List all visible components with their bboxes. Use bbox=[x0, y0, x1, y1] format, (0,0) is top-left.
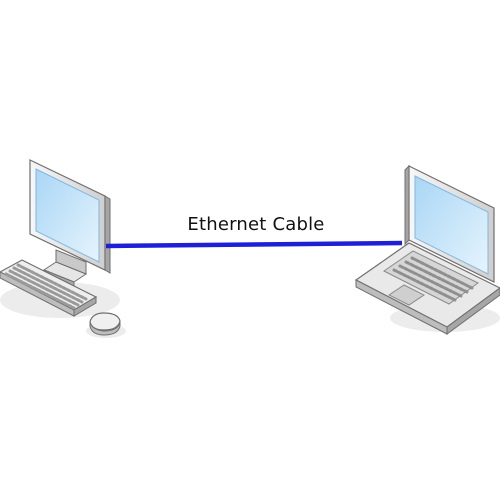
keyboard bbox=[0, 259, 98, 317]
ethernet-cable-line bbox=[105, 240, 403, 249]
ethernet-cable-label: Ethernet Cable bbox=[187, 214, 325, 235]
laptop-lid bbox=[404, 164, 495, 283]
monitor bbox=[29, 159, 111, 274]
laptop-icon bbox=[354, 164, 500, 335]
mouse-icon bbox=[89, 312, 121, 336]
monitor-screen bbox=[35, 168, 100, 263]
keyboard-keys bbox=[4, 263, 88, 310]
desktop-computer-icon bbox=[0, 159, 126, 338]
laptop-touchpad bbox=[388, 284, 425, 306]
laptop-base bbox=[354, 242, 500, 335]
laptop-screen bbox=[414, 175, 489, 275]
